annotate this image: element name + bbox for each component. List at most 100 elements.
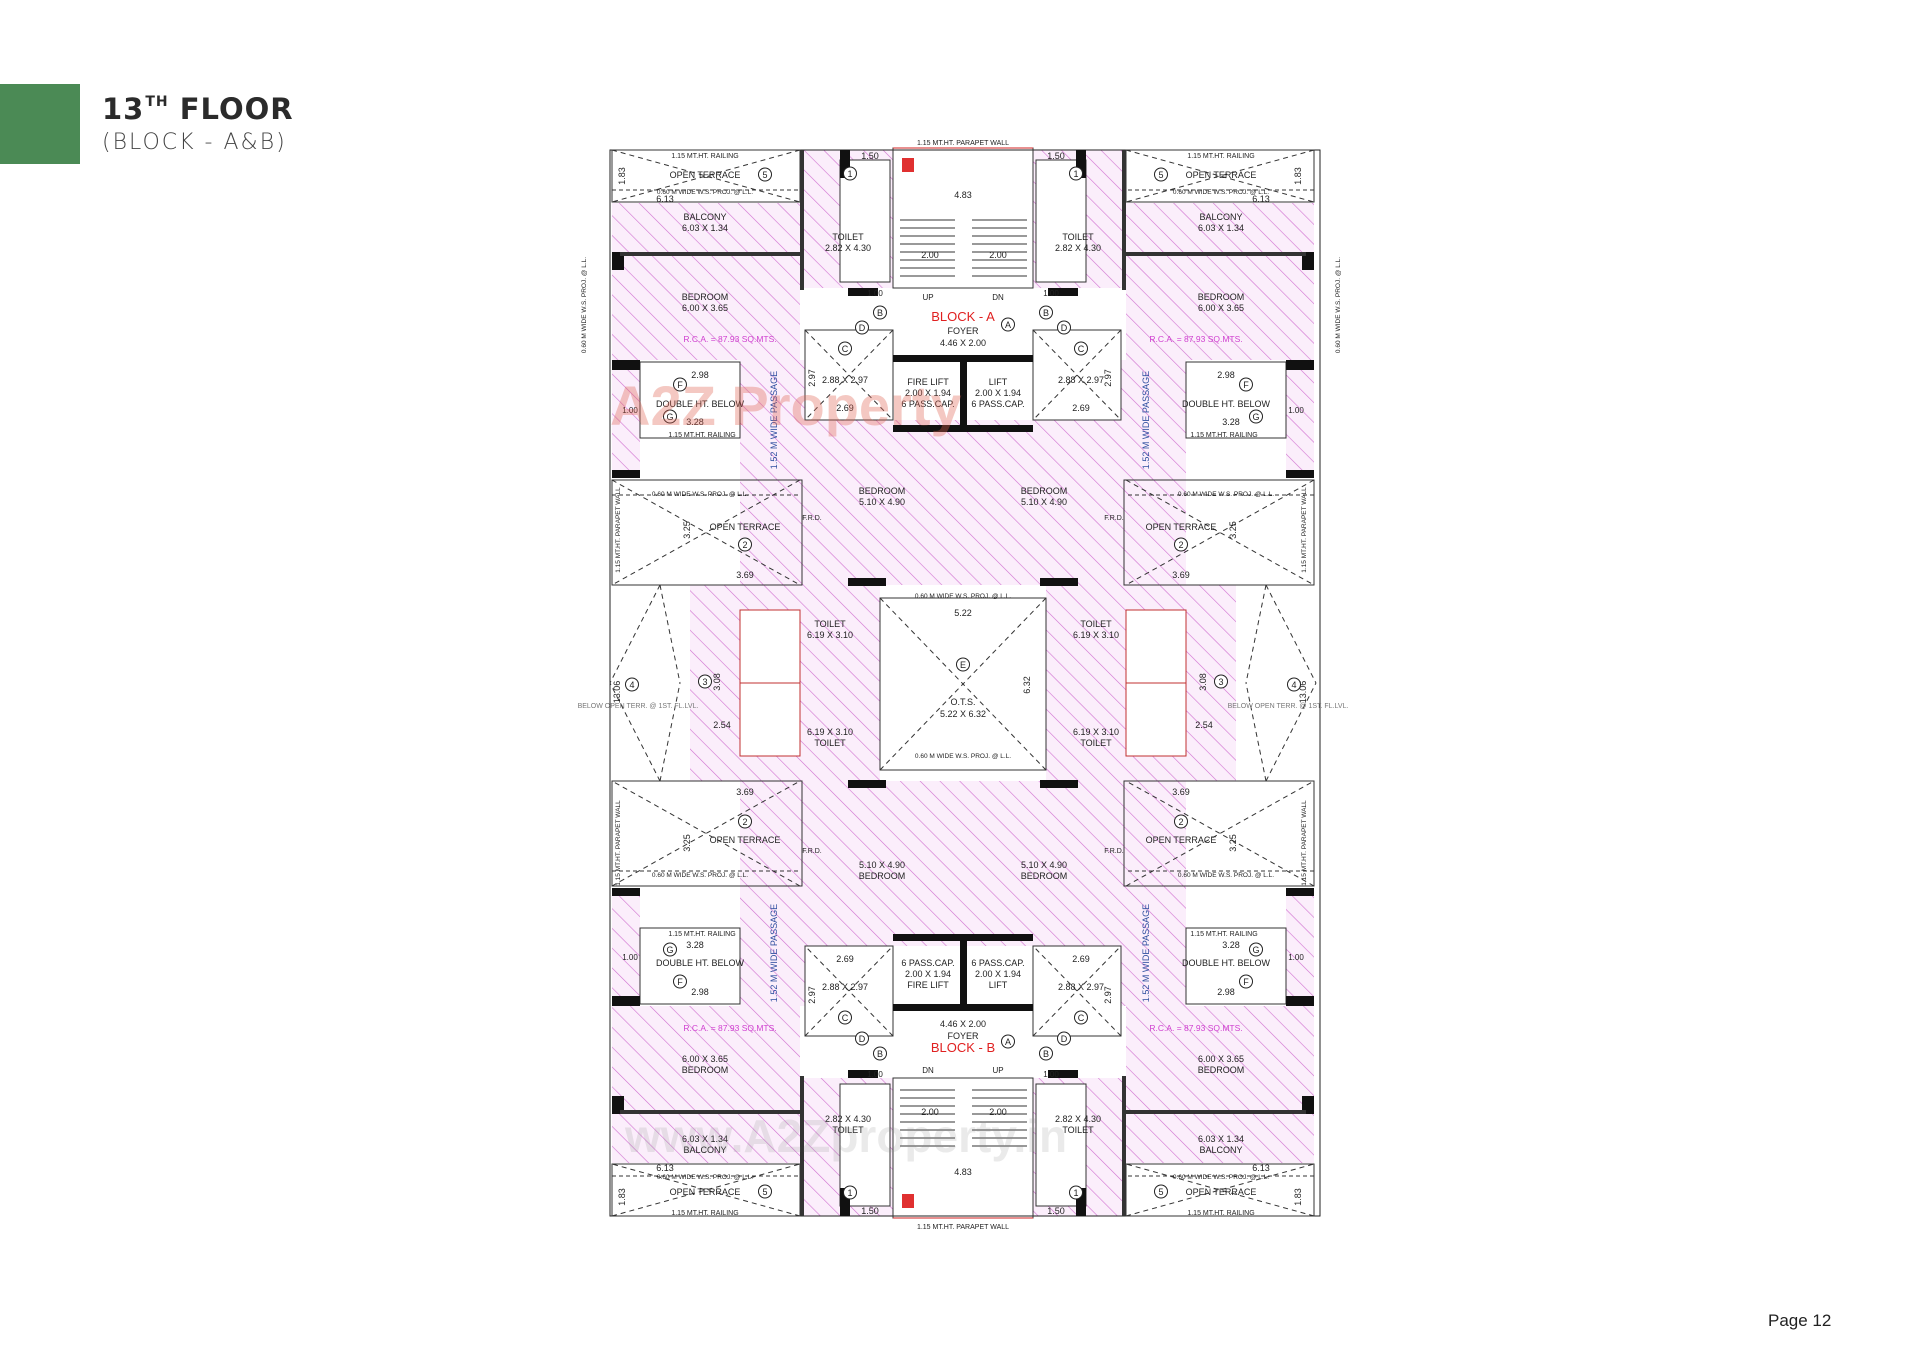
room-label: BALCONY xyxy=(683,1145,726,1155)
circle-marker xyxy=(843,1185,857,1200)
wall xyxy=(612,888,640,896)
passage-label: 1.52 M WIDE PASSAGE xyxy=(769,371,779,469)
circle-marker-label: G xyxy=(666,945,673,955)
lift-label: LIFT xyxy=(989,980,1008,990)
wall xyxy=(848,1070,878,1078)
wall xyxy=(1126,1110,1306,1114)
wall xyxy=(1048,288,1078,296)
wall xyxy=(620,252,800,256)
bedroom-balcony-area xyxy=(612,203,800,360)
plan-line xyxy=(611,1163,801,1217)
plan-line xyxy=(804,329,894,421)
wall xyxy=(848,288,878,296)
room-dimension: 6.03 X 1.34 xyxy=(682,1134,728,1144)
plan-label: F.R.D. xyxy=(1104,848,1124,855)
circle-marker-label: C xyxy=(842,1013,849,1023)
plan-label: 1.00 xyxy=(1288,406,1304,415)
wall xyxy=(848,780,886,788)
plan-line xyxy=(1125,149,1315,203)
plan-label: 2.00 xyxy=(921,1107,939,1117)
plan-line xyxy=(1125,149,1315,203)
projection-label: 0.60 M WIDE W.S. PROJ. @ L.L. xyxy=(657,1174,753,1181)
below-terrace-label: BELOW OPEN TERR. @ 1ST. FL.LVL. xyxy=(578,703,699,710)
floor-suffix: TH xyxy=(145,94,169,110)
circle-marker xyxy=(663,942,677,957)
plan-label: 6.13 xyxy=(656,194,674,204)
plan-label: 3.69 xyxy=(736,570,754,580)
plan-label: 2.98 xyxy=(1217,370,1235,380)
wall xyxy=(960,355,967,430)
shaft xyxy=(739,609,801,684)
plan-label: 2.69 xyxy=(1072,954,1090,964)
room-dimension: 5.10 X 4.90 xyxy=(1021,860,1067,870)
room-label: OPEN TERRACE xyxy=(1146,522,1217,532)
plan-label: 2.69 xyxy=(1072,403,1090,413)
plan-line xyxy=(609,584,661,684)
wall xyxy=(1286,360,1314,370)
circle-marker xyxy=(1249,409,1263,424)
room-c xyxy=(804,329,894,421)
fire-extinguisher xyxy=(902,1194,914,1208)
circle-marker xyxy=(1001,317,1015,332)
circle-marker-label: 2 xyxy=(742,817,747,827)
circle-marker-label: F xyxy=(677,977,683,987)
room-dimension: 2.88 X 2.97 xyxy=(1058,375,1104,385)
circle-marker xyxy=(738,537,752,552)
circle-marker xyxy=(1239,974,1253,989)
room-label: TOILET xyxy=(1080,738,1112,748)
circle-marker xyxy=(1174,537,1188,552)
plan-label: 3.28 xyxy=(686,940,704,950)
room-label: BEDROOM xyxy=(1021,486,1068,496)
circle-marker xyxy=(1154,167,1168,182)
plan-line xyxy=(1245,682,1267,782)
plan-line xyxy=(804,945,894,1037)
below-terrace-label: BELOW OPEN TERR. @ 1ST. FL.LVL. xyxy=(1228,703,1349,710)
wall xyxy=(800,1076,804,1216)
plan-line xyxy=(1032,329,1122,421)
stair-area xyxy=(1286,896,1314,1006)
wall xyxy=(1040,578,1078,586)
plan-label: 1.83 xyxy=(1293,1188,1303,1206)
room-dimension: 6.19 X 3.10 xyxy=(807,630,853,640)
block-label: BLOCK - A xyxy=(931,309,995,324)
projection-label: 0.60 M WIDE W.S. PROJ. @ L.L. xyxy=(652,491,748,498)
plan-label: 4.83 xyxy=(954,190,972,200)
plan-label: 1.00 xyxy=(1043,1070,1059,1079)
circle-marker xyxy=(838,341,852,356)
plan-label: 3.28 xyxy=(1222,940,1240,950)
circle-marker-label: 5 xyxy=(762,170,767,180)
plan-line xyxy=(1265,682,1317,782)
plan-label: 6.13 xyxy=(1252,1163,1270,1173)
wall xyxy=(620,1110,800,1114)
room-dimension: 2.82 X 4.30 xyxy=(1055,1114,1101,1124)
plan-label: 2.00 xyxy=(989,1107,1007,1117)
plan-label: 2.00 X 1.94 xyxy=(975,969,1021,979)
projection-label: 0.60 M WIDE W.S. PROJ. @ L.L. xyxy=(1178,491,1274,498)
room-dimension: 5.10 X 4.90 xyxy=(859,860,905,870)
circle-marker-label: B xyxy=(877,1049,883,1059)
room-label: BALCONY xyxy=(1199,212,1242,222)
wall xyxy=(893,425,1033,432)
page-number: Page 12 xyxy=(1768,1311,1832,1330)
room-label: DOUBLE HT. BELOW xyxy=(1182,958,1271,968)
plan-label: 2.98 xyxy=(1217,987,1235,997)
circle-marker xyxy=(673,974,687,989)
plan-line xyxy=(1032,945,1122,1037)
plan-label: 1.50 xyxy=(1047,151,1065,161)
room-dimension: 2.88 X 2.97 xyxy=(1058,982,1104,992)
plan-label: 6 PASS.CAP. xyxy=(901,958,954,968)
circle-marker xyxy=(1074,1010,1088,1025)
lift-label: FIRE LIFT xyxy=(907,377,949,387)
plan-label: 4.83 xyxy=(954,1167,972,1177)
open-terrace-2 xyxy=(611,780,803,887)
terrace-1 xyxy=(839,1083,891,1207)
stair-area xyxy=(612,896,640,1006)
circle-marker-label: F xyxy=(677,380,683,390)
room-dimension: 5.10 X 4.90 xyxy=(1021,497,1067,507)
projection-label: 0.60 M WIDE W.S. PROJ. @ L.L. xyxy=(1178,872,1274,879)
room-dimension: 2.82 X 4.30 xyxy=(1055,243,1101,253)
plan-label: 3.25 xyxy=(1228,521,1238,539)
circle-marker xyxy=(1001,1034,1015,1049)
room-dimension: 2.82 X 4.30 xyxy=(825,243,871,253)
circle-marker-label: 3 xyxy=(702,677,707,687)
